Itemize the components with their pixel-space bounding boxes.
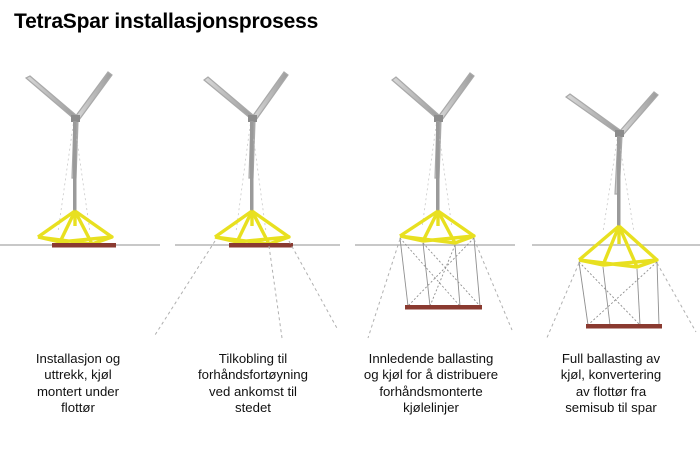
- keel: [405, 305, 482, 310]
- caption-line: forhåndsfortøyning: [198, 367, 308, 383]
- stage-3-turbine: [367, 72, 513, 339]
- caption-line: stedet: [235, 400, 271, 416]
- caption-line: Tilkobling til: [218, 351, 288, 366]
- caption-line: og kjøl for å distribuere: [363, 367, 499, 383]
- keel: [52, 243, 116, 248]
- keel-lines: [399, 237, 481, 307]
- floater: [37, 209, 114, 246]
- caption-line: Installasjon og: [35, 351, 121, 366]
- keel: [586, 324, 662, 329]
- floater: [214, 209, 291, 246]
- nacelle: [71, 115, 80, 122]
- keel: [229, 243, 293, 248]
- caption-line: semisub til spar: [565, 400, 657, 416]
- tower: [73, 121, 77, 213]
- keel-lines: [578, 261, 660, 326]
- mooring-lines: [545, 262, 697, 341]
- stage-4-turbine: [545, 91, 697, 341]
- floater: [577, 224, 659, 269]
- step-2-caption: Tilkobling til forhåndsfortøyning ved an…: [168, 351, 338, 417]
- page-title: TetraSpar installasjonsprosess: [14, 10, 319, 33]
- caption-line: kjølelinjer: [403, 400, 459, 416]
- step-1-caption: Installasjon og uttrekk, kjøl montert un…: [0, 351, 163, 417]
- caption-line: av flottør fra: [575, 383, 647, 399]
- tower: [250, 121, 254, 213]
- stage-2-turbine: [154, 71, 339, 339]
- nacelle: [615, 130, 624, 137]
- caption-line: kjøl, konvertering: [560, 367, 662, 383]
- turbine-rotor: [391, 72, 475, 229]
- step-4-caption: Full ballasting av kjøl, konvertering av…: [526, 351, 696, 417]
- turbine-rotor: [564, 91, 659, 233]
- stage-1-turbine: [24, 71, 116, 248]
- tower: [436, 121, 440, 213]
- turbine-rotor: [24, 71, 113, 233]
- step-3-caption: Innledende ballasting og kjøl for å dist…: [346, 351, 516, 417]
- floater: [399, 209, 476, 245]
- turbine-rotor: [203, 71, 289, 233]
- caption-line: flottør: [61, 400, 95, 416]
- nacelle: [248, 115, 257, 122]
- caption-line: Innledende ballasting: [368, 351, 494, 366]
- tower: [617, 136, 621, 228]
- caption-line: forhåndsmonterte: [379, 383, 483, 399]
- caption-line: montert under: [36, 383, 120, 399]
- mooring-lines: [367, 238, 513, 339]
- nacelle: [434, 115, 443, 122]
- caption-line: ved ankomst til: [209, 383, 297, 399]
- caption-line: uttrekk, kjøl: [44, 367, 112, 383]
- caption-line: Full ballasting av: [561, 351, 661, 366]
- mooring-lines: [154, 240, 339, 339]
